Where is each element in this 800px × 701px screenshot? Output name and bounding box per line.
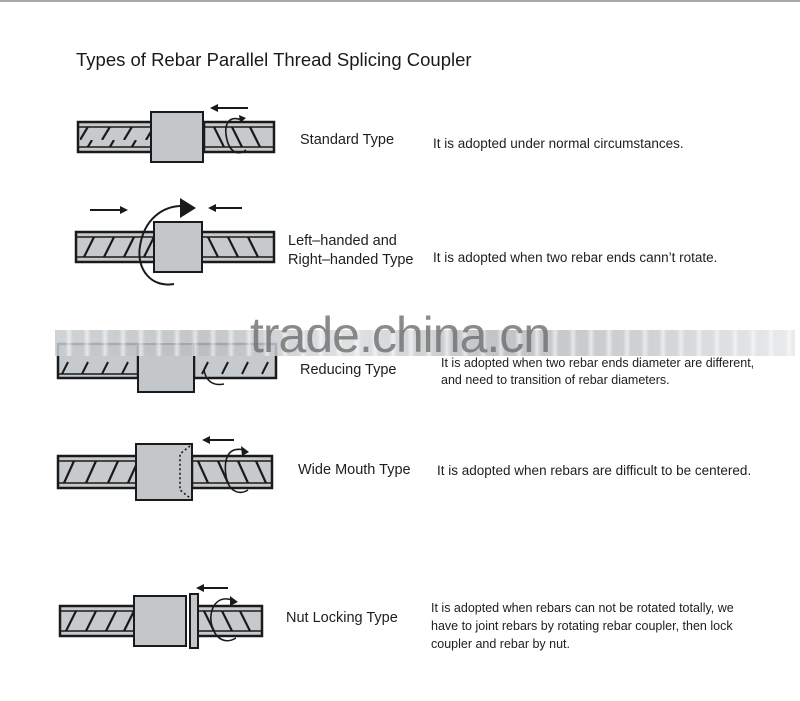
arrow-left-icon <box>208 204 242 212</box>
type-desc-nut-locking-2: have to joint rebars by rotating rebar c… <box>431 619 733 633</box>
type-name-left-right-handed-2: Right–handed Type <box>288 252 414 268</box>
type-desc-left-right-handed: It is adopted when two rebar ends cann’t… <box>433 250 718 265</box>
type-desc-nut-locking-3: coupler and rebar by nut. <box>431 637 570 651</box>
rotate-arrow-icon <box>225 115 247 154</box>
arrow-left-icon <box>196 584 228 592</box>
type-name-nut-locking: Nut Locking Type <box>286 610 398 626</box>
left-right-handed-type-diagram <box>74 198 276 286</box>
rotate-arrow-icon <box>224 446 249 494</box>
type-name-standard: Standard Type <box>300 132 395 148</box>
watermark-text: trade.china.cn <box>250 307 551 363</box>
type-desc-nut-locking-1: It is adopted when rebars can not be rot… <box>431 601 734 615</box>
rotate-arrow-icon <box>210 596 238 642</box>
type-name-wide-mouth: Wide Mouth Type <box>298 462 411 478</box>
type-desc-standard: It is adopted under normal circumstances… <box>433 136 684 151</box>
arrow-right-icon <box>90 206 128 214</box>
arrow-left-icon <box>202 436 234 444</box>
watermark-band-stripes <box>55 330 795 356</box>
page-title: Types of Rebar Parallel Thread Splicing … <box>76 49 472 70</box>
nut-locking-type-diagram <box>58 584 264 649</box>
type-name-reducing: Reducing Type <box>300 362 397 378</box>
rotate-arrow-icon <box>138 198 196 286</box>
rebar-thread-icon <box>213 126 261 148</box>
standard-type-diagram <box>76 104 276 163</box>
arrow-left-icon <box>210 104 248 112</box>
type-name-left-right-handed-1: Left–handed and <box>288 233 397 249</box>
wide-mouth-type-diagram <box>56 436 274 501</box>
type-desc-wide-mouth: It is adopted when rebars are difficult … <box>437 463 752 478</box>
top-border <box>0 0 800 2</box>
type-desc-reducing-1: It is adopted when two rebar ends diamet… <box>441 356 755 370</box>
rotate-arrow-icon <box>203 369 225 386</box>
lock-nut <box>189 593 199 649</box>
type-desc-reducing-2: and need to transition of rebar diameter… <box>441 373 670 387</box>
